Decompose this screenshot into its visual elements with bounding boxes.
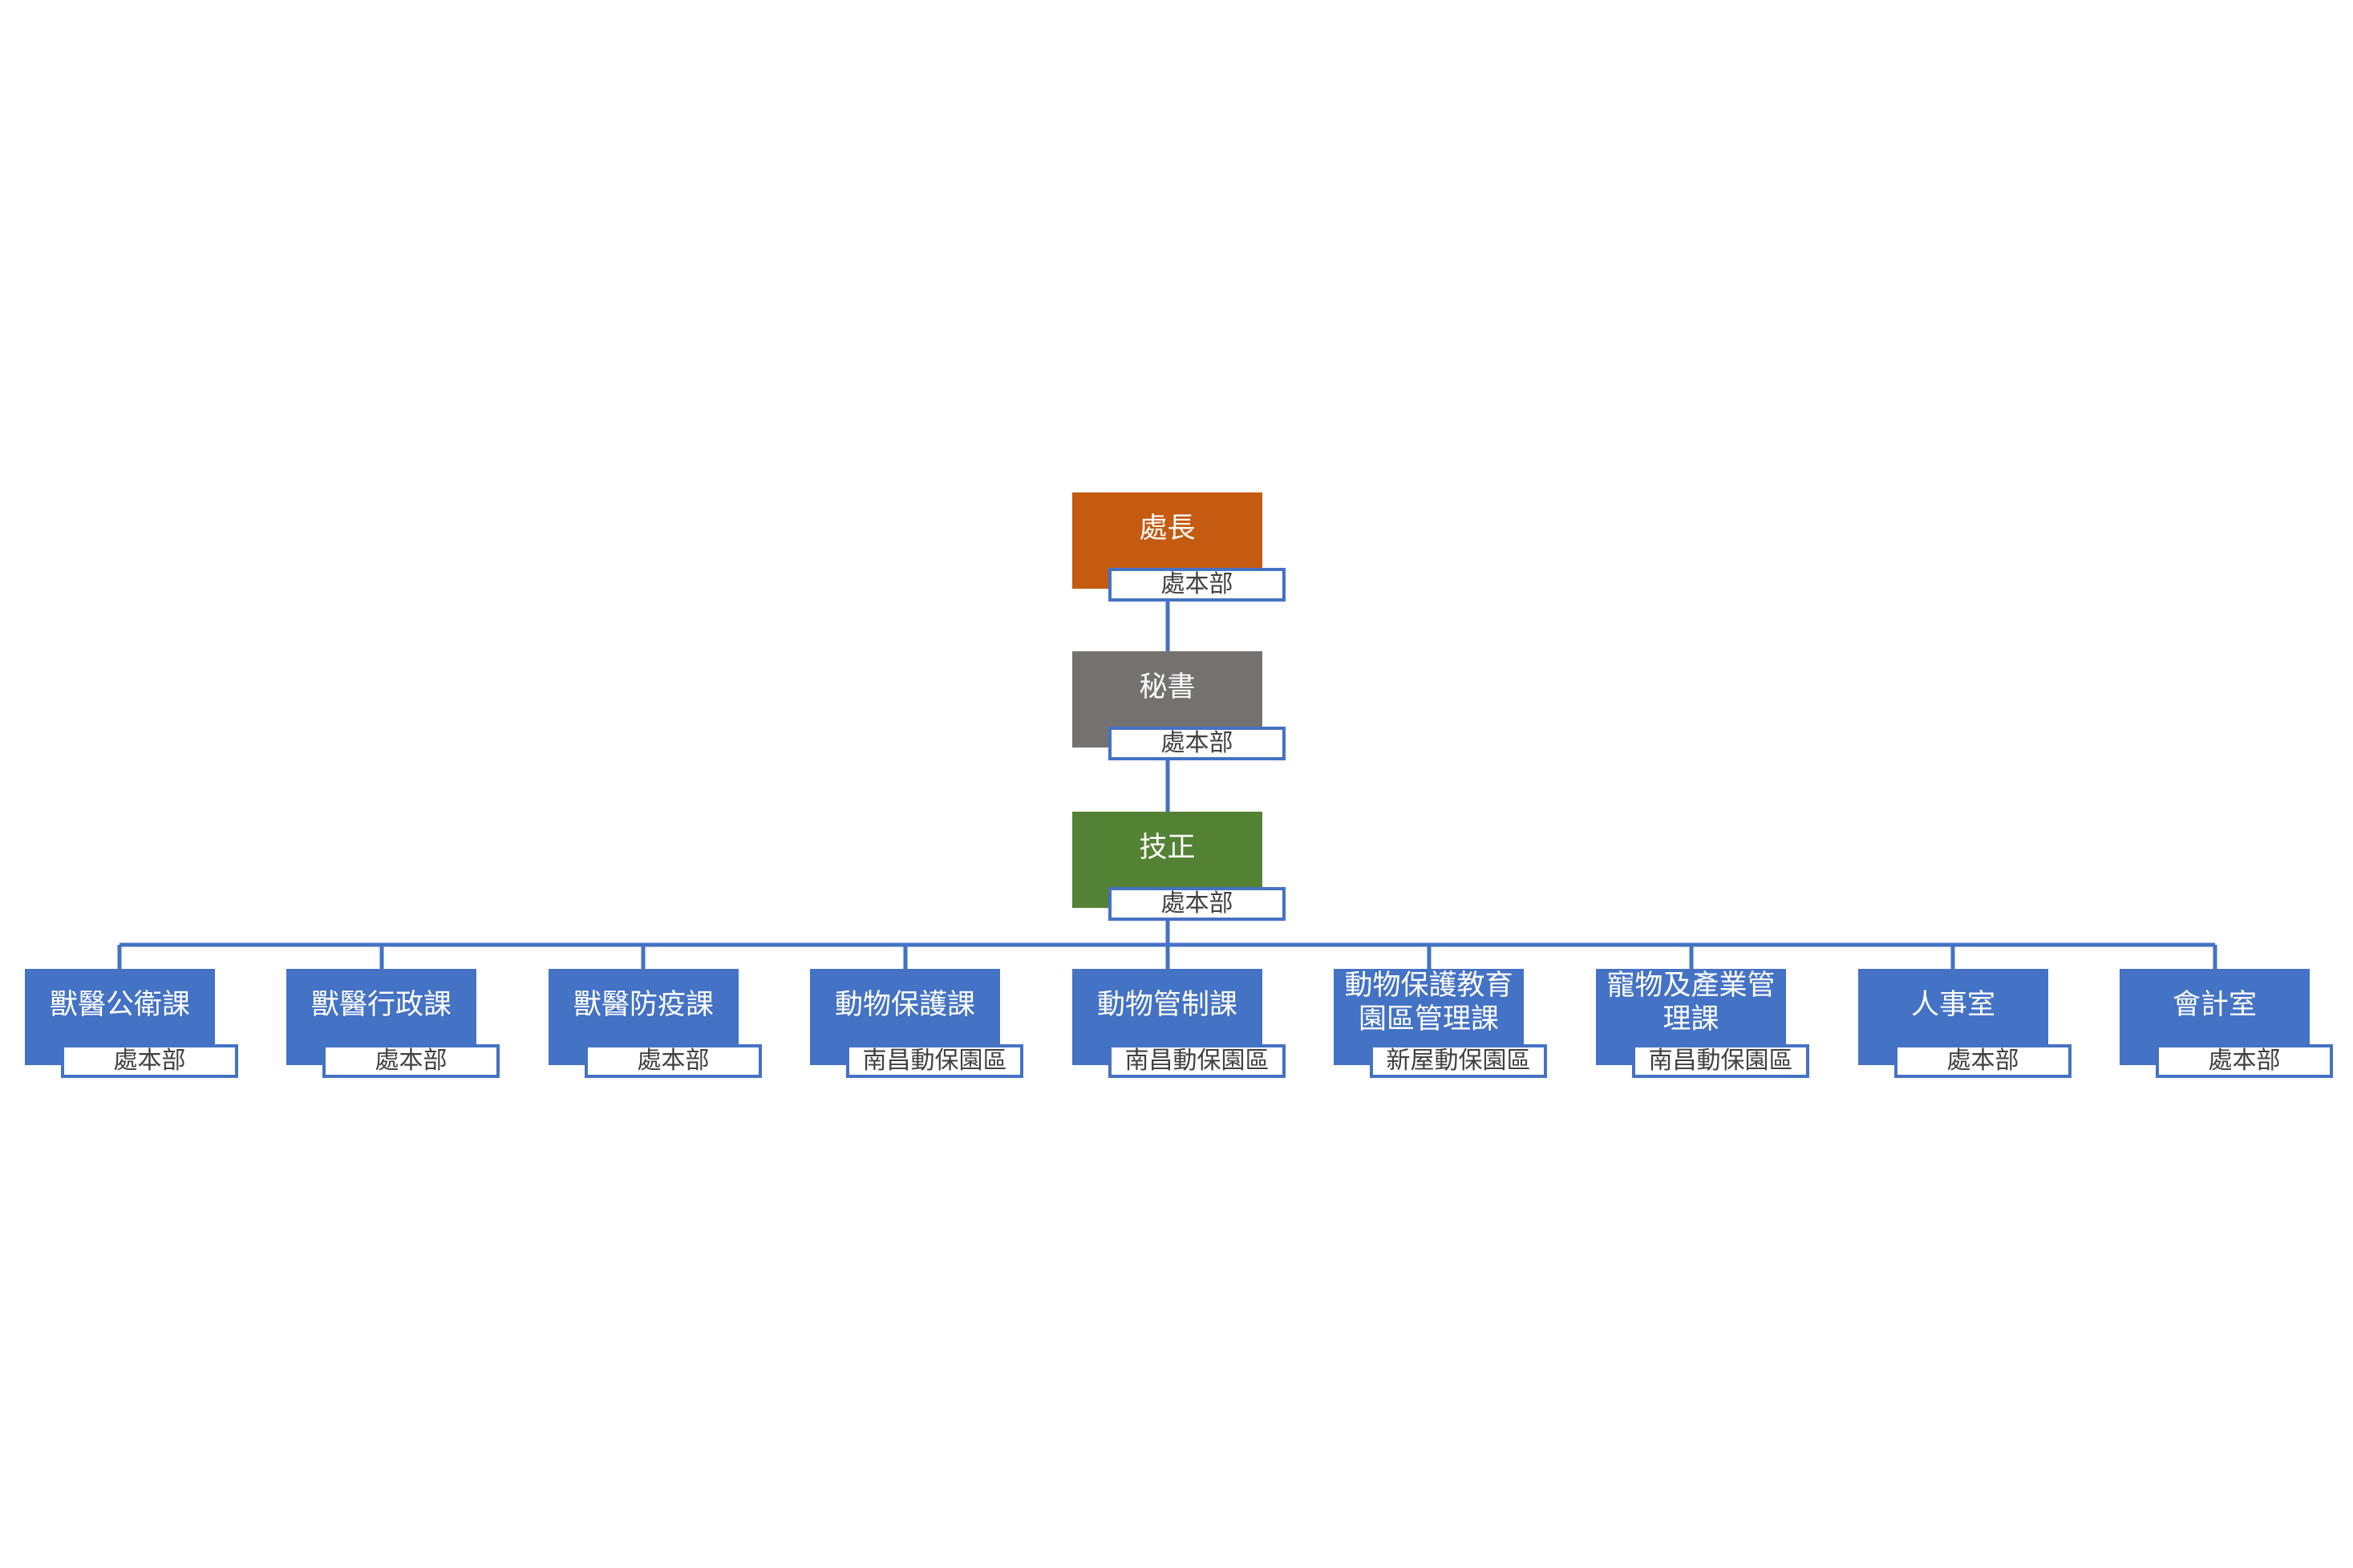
unit-title: 動物保護教育園區管理課 [1344,970,1513,1035]
unit-location: 處本部 [322,1044,500,1078]
unit-node-personnel-office[interactable]: 人事室 處本部 [1858,969,2072,1078]
unit-title: 會計室 [2172,989,2257,1021]
technician-location: 處本部 [1108,887,1286,921]
unit-title: 動物管制課 [1096,989,1237,1021]
unit-location: 南昌動保園區 [1632,1044,1809,1078]
director-node[interactable]: 處長 處本部 [1072,492,1286,602]
technician-node[interactable]: 技正 處本部 [1072,812,1286,921]
unit-location: 處本部 [585,1044,762,1078]
unit-node-veterinary-public-health[interactable]: 獸醫公衛課 處本部 [25,969,238,1078]
unit-location: 南昌動保園區 [1108,1044,1286,1078]
unit-node-veterinary-epidemic-prevention[interactable]: 獸醫防疫課 處本部 [549,969,762,1078]
unit-title: 人事室 [1910,989,1995,1021]
unit-title: 動物保護課 [834,989,975,1021]
unit-location: 南昌動保園區 [846,1044,1023,1078]
unit-title: 獸醫防疫課 [573,989,714,1021]
secretary-title: 秘書 [1139,671,1196,703]
technician-title: 技正 [1139,832,1196,864]
unit-location: 處本部 [2156,1044,2333,1078]
unit-node-education-park-management[interactable]: 動物保護教育園區管理課 新屋動保園區 [1334,969,1547,1078]
secretary-node[interactable]: 秘書 處本部 [1072,651,1286,760]
unit-node-accounting-office[interactable]: 會計室 處本部 [2120,969,2333,1078]
secretary-location: 處本部 [1108,727,1286,760]
unit-title: 寵物及產業管理課 [1606,970,1776,1035]
unit-node-animal-control[interactable]: 動物管制課 南昌動保園區 [1072,969,1286,1078]
unit-location: 處本部 [1894,1044,2072,1078]
unit-node-animal-protection[interactable]: 動物保護課 南昌動保園區 [810,969,1023,1078]
unit-location: 處本部 [61,1044,238,1078]
director-location: 處本部 [1108,568,1286,602]
unit-node-pet-industry-management[interactable]: 寵物及產業管理課 南昌動保園區 [1596,969,1809,1078]
director-title: 處長 [1139,513,1196,545]
unit-title: 獸醫公衛課 [49,989,190,1021]
unit-location: 新屋動保園區 [1370,1044,1547,1078]
unit-title: 獸醫行政課 [310,989,452,1021]
unit-node-veterinary-administration[interactable]: 獸醫行政課 處本部 [286,969,500,1078]
